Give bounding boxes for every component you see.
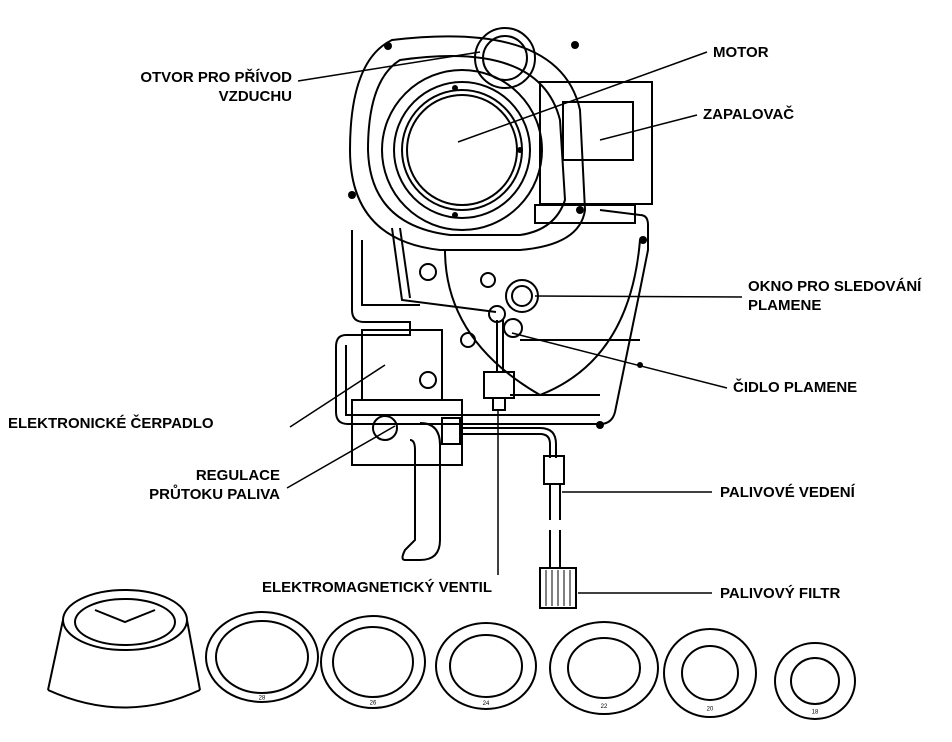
rings-group bbox=[205, 611, 856, 720]
label-flow-regulation-line2: PRŮTOKU PALIVA bbox=[149, 486, 280, 503]
ring-20-outer bbox=[663, 628, 757, 718]
back-plate bbox=[335, 209, 649, 425]
label-flame-sensor: ČIDLO PLAMENE bbox=[733, 379, 858, 396]
label-flow-regulation-line1: REGULACE bbox=[195, 467, 280, 484]
ring-size-label: 22 bbox=[601, 704, 608, 710]
label-flame-window-line1: OKNO PRO SLEDOVÁNÍ bbox=[748, 278, 922, 295]
ring-size-label: 26 bbox=[370, 701, 377, 707]
ring-size-label: 18 bbox=[812, 710, 819, 716]
ring-26-outer bbox=[320, 615, 426, 709]
label-air-inlet-line2: VZDUCHU bbox=[218, 88, 292, 105]
ring-size-label: 24 bbox=[483, 701, 490, 707]
ring-28-outer bbox=[205, 611, 319, 703]
blower-housing bbox=[348, 35, 587, 251]
burner-cone bbox=[47, 589, 201, 709]
igniter-box bbox=[539, 81, 653, 205]
label-motor: MOTOR bbox=[713, 44, 769, 61]
fuel-line-pipe bbox=[460, 427, 557, 458]
flame-window-ring bbox=[505, 279, 539, 313]
ring-size-label: 28 bbox=[259, 696, 266, 702]
air-inlet-ring bbox=[474, 27, 536, 89]
ring-26-inner bbox=[332, 626, 414, 698]
solenoid-valve bbox=[483, 371, 515, 399]
label-flow-regulation: REGULACE PRŮTOKU PALIVA bbox=[100, 466, 280, 504]
ring-20-inner bbox=[681, 645, 739, 701]
ring-24-outer bbox=[435, 622, 537, 710]
ring-size-label: 20 bbox=[707, 707, 714, 713]
ring-18-outer bbox=[774, 642, 856, 720]
label-solenoid-valve: ELEKTROMAGNETICKÝ VENTIL bbox=[262, 579, 493, 596]
label-flame-window-line2: PLAMENE bbox=[748, 297, 822, 314]
label-fuel-line: PALIVOVÉ VEDENÍ bbox=[720, 484, 855, 501]
motor-outer bbox=[381, 69, 543, 231]
ring-24-inner bbox=[449, 634, 523, 698]
ring-22-inner bbox=[567, 637, 641, 699]
label-air-inlet: OTVOR PRO PŘÍVOD VZDUCHU bbox=[90, 68, 292, 106]
label-pump: ELEKTRONICKÉ ČERPADLO bbox=[8, 415, 214, 432]
fuel-filter bbox=[539, 567, 577, 609]
label-fuel-filter: PALIVOVÝ FILTR bbox=[720, 585, 841, 602]
ring-22-outer bbox=[549, 621, 659, 715]
label-igniter: ZAPALOVAČ bbox=[703, 106, 795, 123]
label-air-inlet-line1: OTVOR PRO PŘÍVOD bbox=[140, 69, 292, 86]
ring-28-inner bbox=[215, 620, 309, 694]
label-flame-window: OKNO PRO SLEDOVÁNÍ PLAMENE bbox=[748, 277, 921, 315]
mounting-plate bbox=[444, 239, 641, 397]
ring-18-inner bbox=[790, 657, 840, 705]
pump-body bbox=[361, 329, 443, 401]
